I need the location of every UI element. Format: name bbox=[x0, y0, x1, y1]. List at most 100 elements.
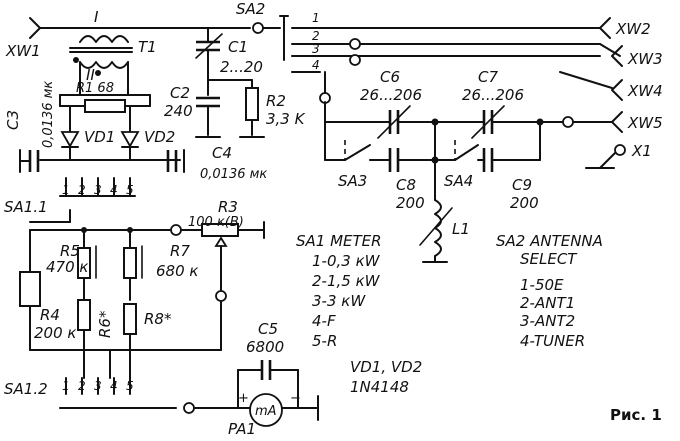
sa2-label: SA2 bbox=[236, 0, 265, 18]
c8-capacitor bbox=[388, 148, 400, 172]
sa2-line-2: 2 bbox=[312, 29, 320, 43]
c1-value: 2...20 bbox=[220, 58, 263, 76]
legend-sa1-item-3: 3-3 кW bbox=[312, 292, 366, 310]
vd1-label: VD1 bbox=[84, 128, 115, 146]
transformer-t1 bbox=[69, 35, 133, 96]
c5-value: 6800 bbox=[246, 338, 284, 356]
c9-label: C9 bbox=[512, 176, 532, 194]
xw5-label: XW5 bbox=[627, 114, 663, 132]
r7-value: 680 к bbox=[156, 262, 198, 280]
l1-label: L1 bbox=[452, 220, 470, 238]
r7-resistor bbox=[123, 247, 137, 279]
sa2-switch bbox=[252, 15, 601, 104]
c7-value: 26...206 bbox=[462, 86, 524, 104]
c8-value: 200 bbox=[396, 194, 425, 212]
c2-label: C2 bbox=[170, 84, 190, 102]
sa1-2-pos-3: 3 bbox=[94, 379, 102, 393]
c8-label: C8 bbox=[396, 176, 416, 194]
legend-sa2-title: SA2 ANTENNA bbox=[496, 232, 603, 250]
legend-sa1-item-4: 4-F bbox=[312, 312, 336, 330]
winding-ii-label: II bbox=[86, 66, 95, 84]
legend-sa2: SA2 ANTENNA SELECT 1-50E 2-ANT1 3-ANT2 4… bbox=[496, 232, 603, 350]
diode-vd2 bbox=[120, 105, 140, 161]
xw1-connector bbox=[29, 17, 251, 39]
x1-connector bbox=[585, 144, 626, 169]
c5-label: C5 bbox=[258, 320, 278, 338]
c9-capacitor bbox=[482, 148, 494, 172]
x1-label: X1 bbox=[631, 142, 652, 160]
meter-unit: mA bbox=[255, 404, 277, 419]
sa1-2-label: SA1.2 bbox=[4, 380, 48, 398]
c1-trimmer bbox=[195, 27, 223, 96]
r2-value: 3,3 K bbox=[266, 110, 306, 128]
legend-sa2-item-3: 3-ANT2 bbox=[520, 312, 575, 330]
r8-resistor bbox=[123, 303, 137, 335]
xw2-label: XW2 bbox=[615, 20, 651, 38]
sa1-1-pos-1: 1 bbox=[62, 183, 70, 197]
c6-value: 26...206 bbox=[360, 86, 422, 104]
sa1-2-pos-1: 1 bbox=[62, 379, 70, 393]
r4-label: R4 bbox=[40, 306, 60, 324]
sa1-1-pos-4: 4 bbox=[110, 183, 118, 197]
r3-value: 100 к(B) bbox=[188, 215, 244, 230]
sa1-2-pos-2: 2 bbox=[78, 379, 86, 393]
diode-vd1 bbox=[60, 105, 80, 161]
c2-capacitor bbox=[195, 96, 221, 138]
t1-label: T1 bbox=[138, 38, 157, 56]
sa1-1-pos-3: 3 bbox=[94, 183, 102, 197]
legend-sa2-item-4: 4-TUNER bbox=[520, 332, 585, 350]
r6-label: R6* bbox=[96, 310, 114, 338]
c6-label: C6 bbox=[380, 68, 400, 86]
r4-value: 200 к bbox=[34, 324, 76, 342]
r6-resistor bbox=[77, 299, 91, 331]
legend-sa1-item-1: 1-0,3 кW bbox=[312, 252, 381, 270]
xw3-connector bbox=[599, 43, 623, 67]
legend-sa2-subtitle: SELECT bbox=[520, 250, 578, 268]
sa3-label: SA3 bbox=[338, 172, 367, 190]
r2-resistor bbox=[245, 87, 259, 121]
l1-inductor bbox=[419, 199, 453, 263]
sa2-line-1: 1 bbox=[312, 11, 320, 25]
c3-value: 0,0136 мк bbox=[41, 81, 56, 148]
sa4-label: SA4 bbox=[444, 172, 473, 190]
meter-plus: + bbox=[238, 391, 249, 406]
r3-label: R3 bbox=[218, 198, 238, 216]
sa1-1-label: SA1.1 bbox=[4, 198, 48, 216]
sa1-1-pos-2: 2 bbox=[78, 183, 86, 197]
c5-capacitor bbox=[237, 360, 299, 409]
r2-label: R2 bbox=[266, 92, 286, 110]
legend-sa1: SA1 METER 1-0,3 кW 2-1,5 кW 3-3 кW 4-F 5… bbox=[296, 232, 382, 350]
c2-value: 240 bbox=[164, 102, 193, 120]
r1-resistor bbox=[84, 99, 126, 113]
r7-label: R7 bbox=[170, 242, 190, 260]
pa1-label: PA1 bbox=[228, 420, 256, 438]
xw5-connector bbox=[539, 111, 623, 133]
c4-label: C4 bbox=[212, 144, 232, 162]
legend-diodes: VD1, VD2 1N4148 bbox=[350, 358, 422, 396]
legend-sa1-title: SA1 METER bbox=[296, 232, 382, 250]
sa1-2-switch bbox=[59, 377, 177, 409]
sa2-line-3: 3 bbox=[312, 42, 320, 56]
sa1-1-pos-5: 5 bbox=[126, 183, 134, 197]
r5-label: R5 bbox=[60, 242, 80, 260]
xw4-connector bbox=[559, 71, 623, 101]
c9-value: 200 bbox=[510, 194, 539, 212]
legend-sa2-item-1: 1-50E bbox=[520, 276, 564, 294]
c7-label: C7 bbox=[478, 68, 498, 86]
r1-label: R1 68 bbox=[76, 81, 114, 96]
sa1-2-pos-4: 4 bbox=[110, 379, 118, 393]
xw3-label: XW3 bbox=[627, 50, 663, 68]
sa2-line-4: 4 bbox=[312, 58, 320, 72]
legend-sa1-item-5: 5-R bbox=[312, 332, 337, 350]
legend-sa1-item-2: 2-1,5 кW bbox=[312, 272, 381, 290]
sa1-1-switch bbox=[29, 177, 136, 223]
legend-diodes-line1: VD1, VD2 bbox=[350, 358, 422, 376]
r5-value: 470 к bbox=[46, 258, 88, 276]
figure-caption: Рис. 1 bbox=[610, 406, 662, 424]
legend-diodes-line2: 1N4148 bbox=[350, 378, 409, 396]
c1-label: C1 bbox=[228, 38, 248, 56]
c3-label: C3 bbox=[4, 110, 22, 130]
xw1-label: XW1 bbox=[5, 42, 41, 60]
